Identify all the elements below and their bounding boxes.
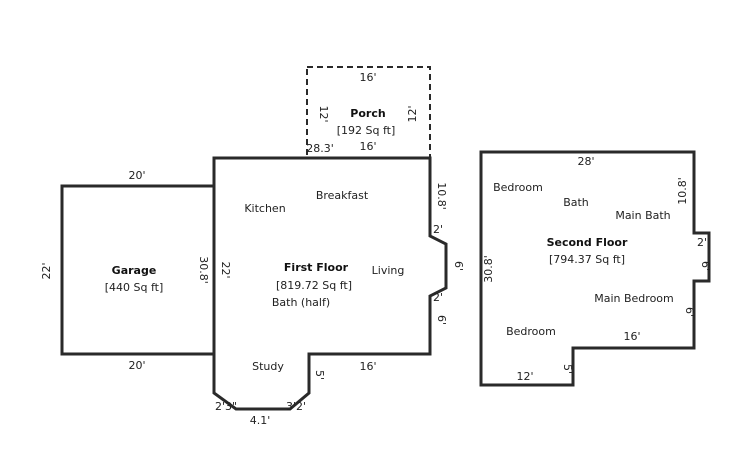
room-bath: Bath	[563, 196, 589, 209]
first-floor-dim-bay-right: 3'2'	[286, 400, 306, 413]
porch-title: Porch	[350, 107, 385, 120]
first-floor-area: [819.72 Sq ft]	[276, 279, 352, 292]
first-floor-dim-right-upper: 10.8'	[435, 182, 448, 210]
first-floor-dim-notch: 5'	[313, 370, 326, 380]
garage-dim-bottom: 20'	[128, 359, 145, 372]
first-floor-dim-left: 30.8'	[197, 256, 210, 284]
porch-area: [192 Sq ft]	[337, 124, 396, 137]
first-floor: 30.8' 28.3' 10.8' 2' 6' 2' 6' 16' 5' 2'3…	[197, 142, 465, 427]
second-floor: 28' 30.8' 10.8' 2' 6' 6' 16' 12' 5' Bedr…	[479, 150, 712, 387]
first-floor-dim-bump-top: 2'	[433, 223, 443, 236]
room-breakfast: Breakfast	[316, 189, 369, 202]
room-living: Living	[372, 264, 405, 277]
first-floor-dim-bump-bottom: 2'	[433, 291, 443, 304]
first-floor-dim-bump-depth: 6'	[452, 261, 465, 271]
second-floor-dim-bottom-right: 16'	[623, 330, 640, 343]
second-floor-dim-bottom-left: 12'	[516, 370, 533, 383]
first-floor-dim-right-lower: 6'	[435, 315, 448, 325]
room-bedroom-1: Bedroom	[493, 181, 543, 194]
second-floor-dim-bump-depth: 6'	[699, 261, 712, 271]
room-main-bedroom: Main Bedroom	[594, 292, 674, 305]
room-study: Study	[252, 360, 284, 373]
garage: 20' 20' 22' 22' Garage [440 Sq ft]	[40, 169, 232, 372]
second-floor-dim-left: 30.8'	[482, 255, 495, 283]
second-floor-dim-right-lower: 6'	[683, 307, 696, 317]
garage-area: [440 Sq ft]	[105, 281, 164, 294]
porch-dim-bottom: 16'	[359, 140, 376, 153]
second-floor-area: [794.37 Sq ft]	[549, 253, 625, 266]
garage-dim-top: 20'	[128, 169, 145, 182]
second-floor-dim-notch: 5'	[561, 364, 574, 374]
room-bath-half: Bath (half)	[272, 296, 330, 309]
first-floor-title: First Floor	[284, 261, 349, 274]
porch-dim-right: 12'	[406, 105, 419, 122]
garage-dim-right: 22'	[219, 261, 232, 278]
room-bedroom-2: Bedroom	[506, 325, 556, 338]
second-floor-title: Second Floor	[547, 236, 628, 249]
porch-dim-top: 16'	[359, 71, 376, 84]
second-floor-dim-bump-top: 2'	[697, 236, 707, 249]
room-main-bath: Main Bath	[615, 209, 670, 222]
first-floor-dim-bay-left: 2'3"	[215, 400, 237, 413]
porch-dim-left: 12'	[317, 105, 330, 122]
first-floor-dim-top-left: 28.3'	[306, 142, 334, 155]
room-kitchen: Kitchen	[244, 202, 285, 215]
first-floor-dim-bottom-right: 16'	[359, 360, 376, 373]
garage-dim-left: 22'	[40, 262, 53, 279]
second-floor-dim-top: 28'	[577, 155, 594, 168]
garage-title: Garage	[112, 264, 157, 277]
second-floor-dim-right-upper: 10.8'	[676, 177, 689, 205]
first-floor-dim-bay-bottom: 4.1'	[250, 414, 271, 427]
second-floor-walls	[479, 150, 711, 387]
first-floor-walls	[212, 156, 448, 411]
garage-walls	[60, 184, 214, 356]
